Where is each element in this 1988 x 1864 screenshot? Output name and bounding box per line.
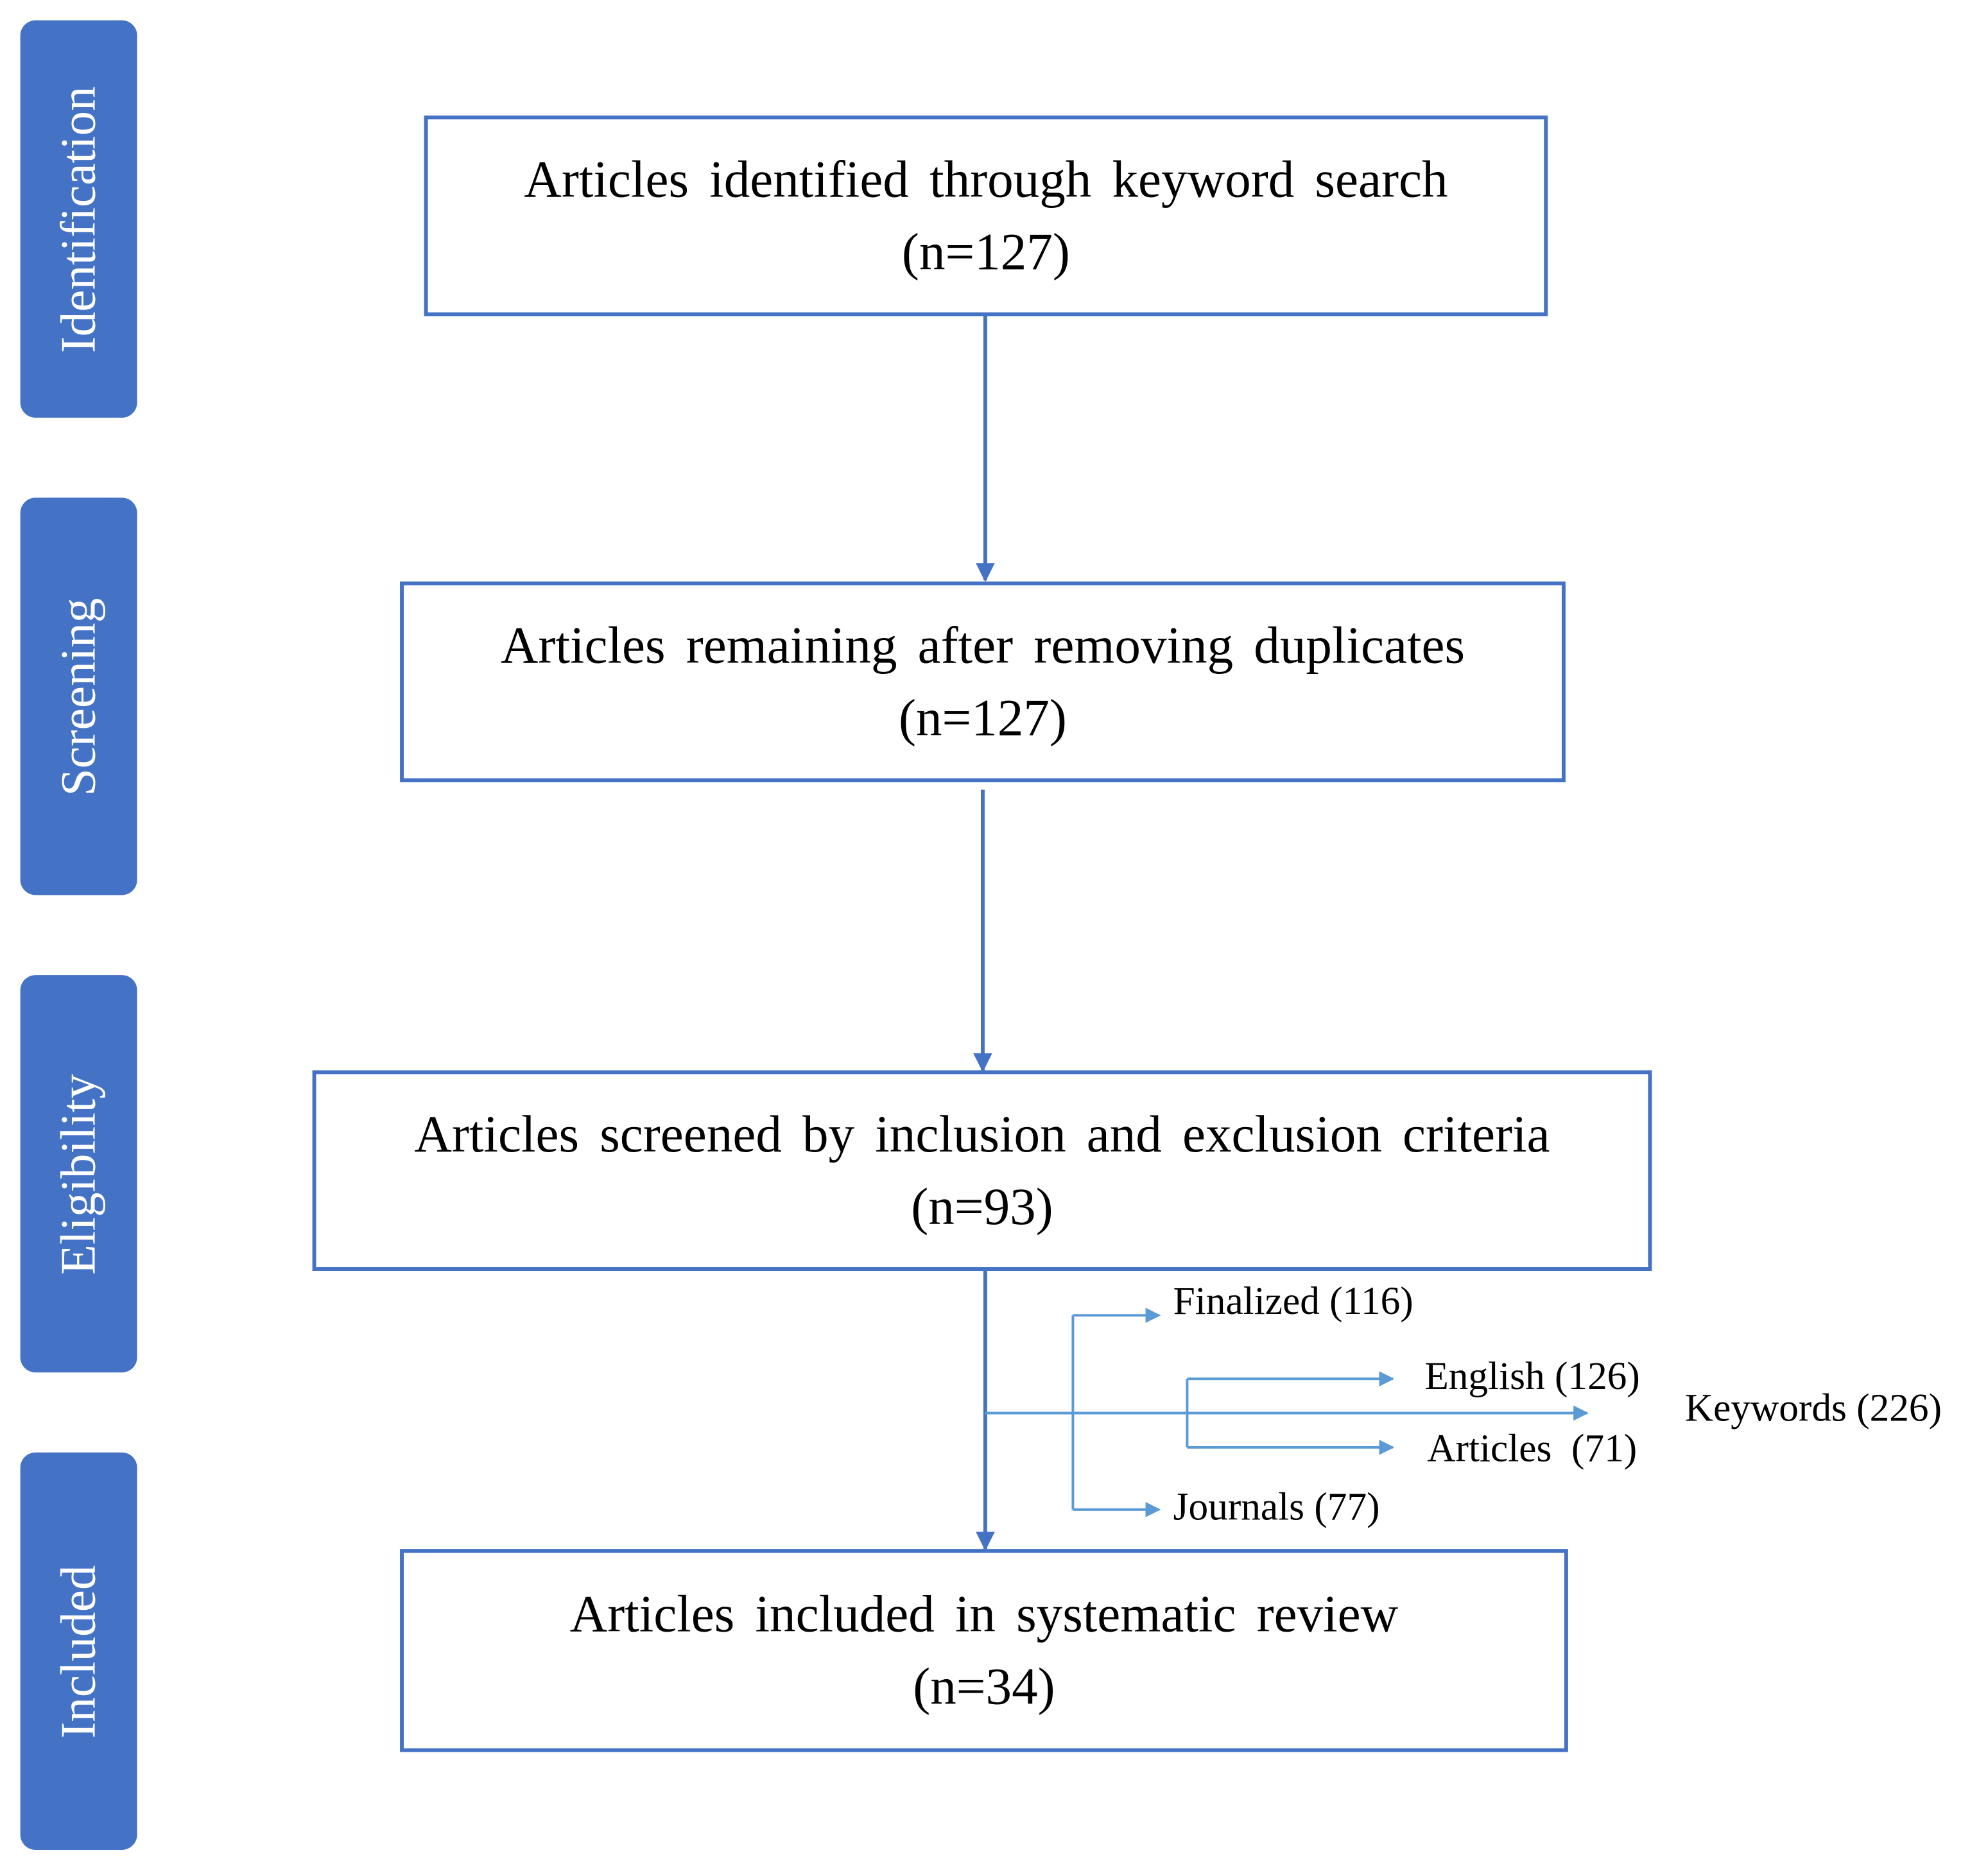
criterion-articles: Articles (71) <box>1427 1426 1638 1471</box>
criteria-branches <box>985 1307 1589 1517</box>
phase-label-screening: Screening <box>51 597 107 796</box>
box-included-text: Articles included in systematic review <box>569 1585 1399 1644</box>
box-deduplicated-text: Articles remaining after removing duplic… <box>500 616 1465 675</box>
phase-label-included: Included <box>51 1564 107 1738</box>
phase-eligibility: Eligibility <box>20 975 137 1373</box>
box-deduplicated: Articles remaining after removing duplic… <box>400 581 1566 782</box>
box-screened-count: (n=93) <box>911 1177 1053 1236</box>
phase-identification: Identification <box>20 20 137 418</box>
criterion-english: English (126) <box>1424 1353 1640 1398</box>
box-identified-text: Articles identified through keyword sear… <box>524 150 1448 209</box>
box-included-count: (n=34) <box>913 1657 1055 1716</box>
phase-label-eligibility: Eligibility <box>51 1073 107 1275</box>
criterion-finalized: Finalized (116) <box>1173 1278 1413 1324</box>
criterion-journals: Journals (77) <box>1173 1484 1380 1529</box>
phase-label-identification: Identification <box>51 85 107 352</box>
box-identified: Articles identified through keyword sear… <box>424 115 1548 316</box>
phase-screening: Screening <box>20 497 137 895</box>
criterion-keywords: Keywords (226) <box>1684 1385 1942 1430</box>
box-screened-text: Articles screened by inclusion and exclu… <box>414 1105 1550 1164</box>
box-deduplicated-count: (n=127) <box>898 688 1067 747</box>
box-included: Articles included in systematic review (… <box>400 1549 1568 1752</box>
box-identified-count: (n=127) <box>901 222 1070 281</box>
box-screened: Articles screened by inclusion and exclu… <box>312 1070 1652 1271</box>
phase-included: Included <box>20 1452 137 1850</box>
